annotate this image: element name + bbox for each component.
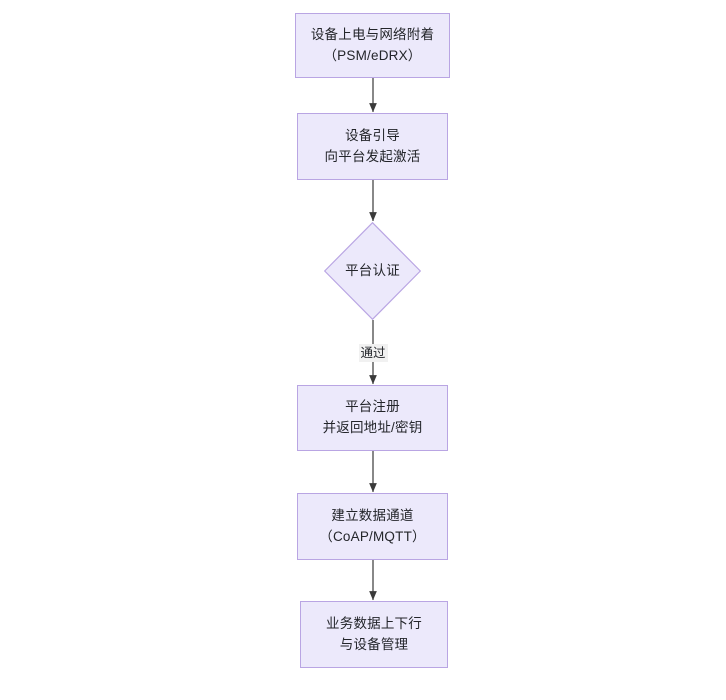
- node-label-line2: 并返回地址/密钥: [322, 420, 423, 435]
- node-establish-data-channel[interactable]: 建立数据通道 （CoAP/MQTT）: [297, 493, 448, 560]
- node-platform-authentication-decision[interactable]: 平台认证: [324, 222, 421, 320]
- node-label-line1: 设备上电与网络附着: [310, 26, 435, 42]
- node-label-line2: 向平台发起激活: [324, 148, 421, 164]
- node-label-line1: 设备引导: [345, 127, 400, 143]
- node-label-line1: 平台认证: [345, 262, 400, 278]
- node-device-bootstrap-activation[interactable]: 设备引导 向平台发起激活: [297, 113, 448, 180]
- node-device-power-on-network-attach[interactable]: 设备上电与网络附着 （PSM/eDRX）: [295, 13, 450, 78]
- node-label-line1: 平台注册: [345, 399, 400, 415]
- node-label-line2: （CoAP/MQTT）: [319, 528, 426, 544]
- node-label-line2: （PSM/eDRX）: [323, 47, 422, 63]
- node-label-line1: 建立数据通道: [331, 507, 414, 523]
- diamond-shape: [324, 222, 421, 320]
- node-business-data-uplink-downlink-device-management[interactable]: 业务数据上下行 与设备管理: [300, 601, 448, 668]
- edge-label-pass: 通过: [358, 344, 388, 363]
- node-platform-registration-return-address-key[interactable]: 平台注册 并返回地址/密钥: [297, 385, 448, 451]
- node-label-line1: 业务数据上下行: [326, 615, 422, 631]
- node-label-line2: 与设备管理: [339, 636, 409, 652]
